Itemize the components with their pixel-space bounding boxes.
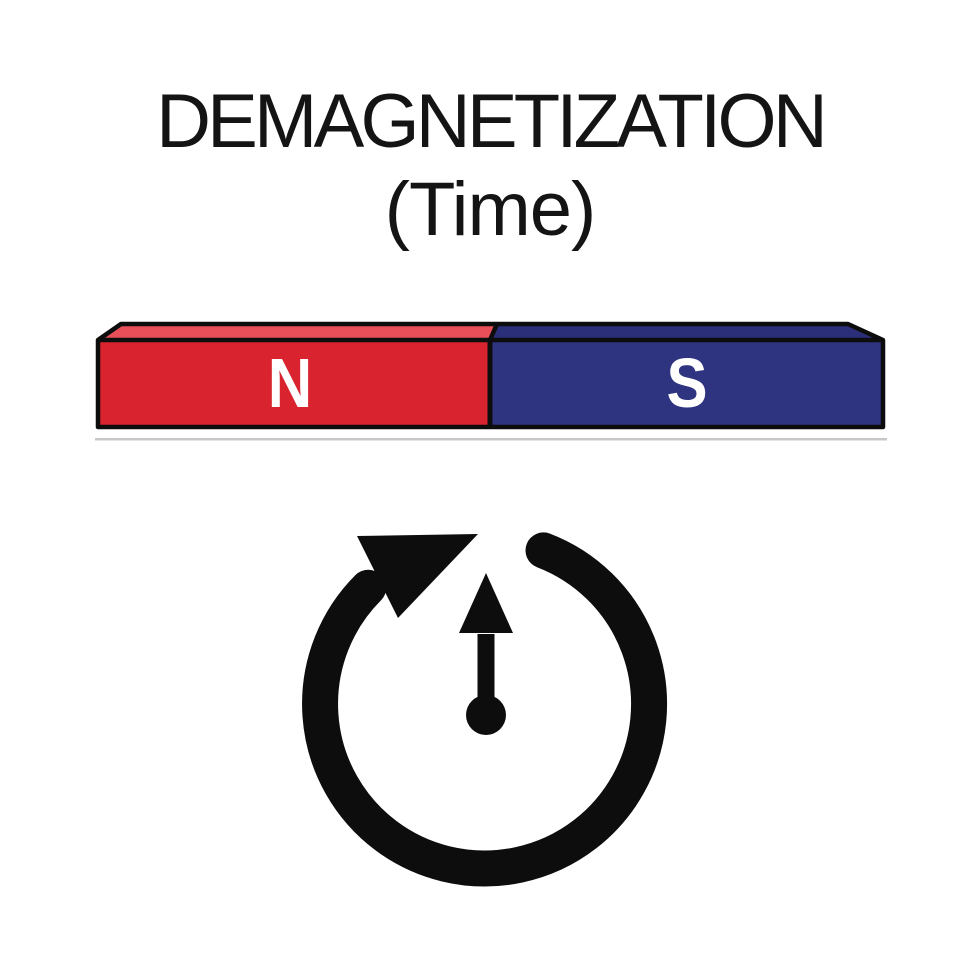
- bar-magnet: N S: [95, 321, 887, 441]
- magnet-pole-divider-top: [487, 323, 500, 341]
- magnet-front-face-north: [98, 340, 490, 427]
- south-pole-label: S: [666, 343, 707, 422]
- page-subtitle: (Time): [384, 167, 597, 252]
- time-rotation-icon: [302, 532, 667, 887]
- clock-center-dot: [466, 695, 506, 735]
- north-pole-label: N: [268, 343, 312, 422]
- magnet-front-face-south: [490, 340, 883, 427]
- clock-hand-arrowhead: [459, 573, 513, 633]
- magnet-top-face-north: [98, 324, 497, 340]
- page-title: DEMAGNETIZATION: [156, 79, 828, 164]
- magnet-ground-shadow-line: [95, 438, 887, 441]
- magnet-top-face-south: [490, 324, 883, 340]
- rotation-arrowhead: [357, 534, 478, 618]
- rotation-arc: [302, 532, 667, 887]
